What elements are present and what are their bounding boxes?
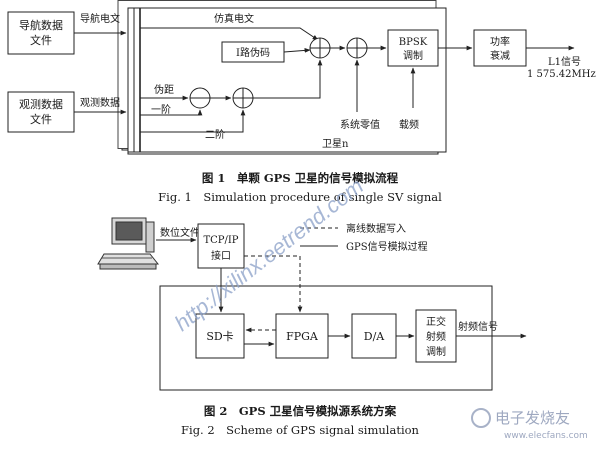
logo-url-text: www.elecfans.com [504,431,588,441]
i-code-label: I路伪码 [236,46,270,59]
fig2-caption-en: Fig. 2 Scheme of GPS signal simulation [181,423,420,437]
logo-cn-text: 电子发烧友 [495,409,570,427]
second-order-label: 二阶 [205,128,225,141]
nav-data-file-label-1: 导航数据 [19,18,63,32]
quad-rf-label-1: 正交 [426,315,446,328]
obs-data-file-label-2: 文件 [30,112,52,126]
nav-message-label: 导航电文 [80,12,120,25]
fpga-box [275,313,329,359]
tcpip-label-2: 接口 [211,249,231,262]
quad-rf-label-2: 射频 [426,330,446,343]
digital-file-label: 数位文件 [160,226,200,239]
fig1-caption-cn: 图 1 单颗 GPS 卫星的信号模拟流程 [202,171,399,185]
rf-signal-label: 射频信号 [458,320,498,333]
obs-data-file-label-1: 观测数据 [19,97,63,111]
computer-icon [97,217,160,270]
bpsk-box [387,29,439,67]
l1-frequency-label: 1 575.42MHz [527,69,596,80]
figure-2: 数位文件 TCP/IP 接口 离线数据写入 GPS信号模拟过程 SD卡 FPGA… [97,173,527,437]
gps-sim-process-label: GPS信号模拟过程 [346,240,428,253]
da-label: D/A [364,330,386,343]
system-outer-box [159,285,493,391]
nav-data-file-label-2: 文件 [30,33,52,47]
l1-signal-label: L1信号 [548,56,581,68]
sim-message-label: 仿真电文 [214,12,254,25]
first-order-label: 一阶 [151,103,171,116]
da-box [351,313,397,359]
fig2-caption-cn: 图 2 GPS 卫星信号模拟源系统方案 [204,404,397,418]
elecfans-logo: 电子发烧友 www.elecfans.com [471,408,588,441]
power-attenuation-box [473,29,527,67]
fig1-caption-en: Fig. 1 Simulation procedure of single SV… [158,190,442,204]
obs-data-file-box [7,91,75,133]
quad-rf-label-3: 调制 [426,345,446,358]
quad-rf-box [415,309,457,363]
carrier-label: 载频 [399,118,419,131]
bpsk-label-1: BPSK [399,37,428,48]
obs-data-label: 观测数据 [80,96,120,109]
sd-card-box [195,313,245,359]
fpga-label: FPGA [286,330,319,343]
figure-1: 导航数据 文件 观测数据 文件 导航电文 观测数据 仿真电文 I路伪码 [7,0,596,204]
tcpip-label-1: TCP/IP [203,235,238,246]
satellite-n-label: 卫星n [322,138,349,150]
power-attenuation-label-2: 衰减 [490,49,510,62]
power-attenuation-label-1: 功率 [490,35,510,48]
tcpip-box [197,223,245,269]
sd-card-label: SD卡 [206,330,233,343]
system-zero-label: 系统零值 [340,118,380,131]
offline-write-label: 离线数据写入 [346,222,406,235]
nav-data-file-box [7,11,75,55]
pseudorange-label: 伪距 [154,84,174,96]
bpsk-label-2: 调制 [403,49,423,62]
